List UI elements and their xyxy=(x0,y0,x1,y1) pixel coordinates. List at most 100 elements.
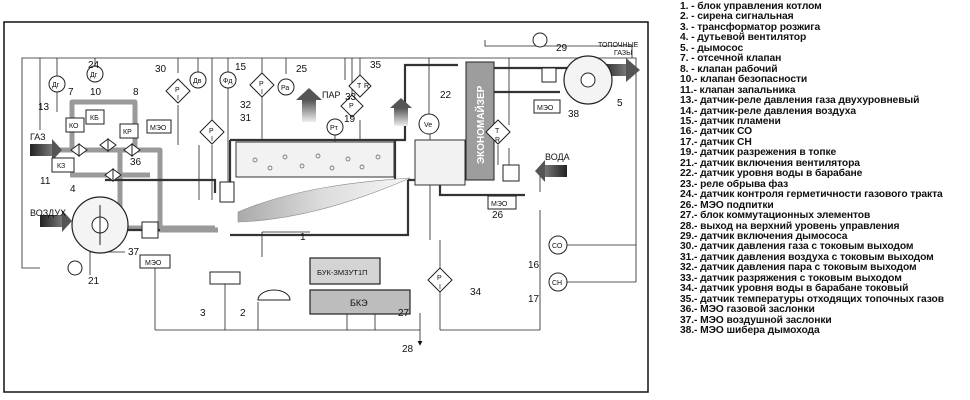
ref-16: 16 xyxy=(528,260,540,271)
meo-water: МЭО xyxy=(491,201,508,208)
ref-32: 32 xyxy=(240,100,252,111)
tr-p-30: Р xyxy=(175,87,180,94)
legend-item: 16.- датчик СО xyxy=(680,126,753,138)
sensor-pt: Рт xyxy=(330,125,339,132)
legend-item: 21.- датчик включения вентилятора xyxy=(680,157,860,169)
ref-5: 5 xyxy=(617,98,623,109)
sensor-co: СО xyxy=(552,243,563,250)
ref-26: 26 xyxy=(492,210,504,221)
legend-list: 1. - блок управления котлом 2. - сирена … xyxy=(680,1,970,337)
legend-item: 37.- МЭО воздушной заслонки xyxy=(680,314,832,326)
valve-ko: КО xyxy=(69,123,79,130)
sensor-fd: Фд xyxy=(223,78,232,85)
legend-item: 17.- датчик СН xyxy=(680,136,752,148)
ignition-transformer xyxy=(209,271,241,285)
ref-27: 27 xyxy=(398,308,410,319)
water-label: ВОДА xyxy=(545,152,570,162)
ref-29: 29 xyxy=(556,43,568,54)
tr-p-34: Р xyxy=(437,275,442,282)
economizer xyxy=(465,61,495,181)
legend-item: 27.- блок коммутационных элементов xyxy=(680,210,871,222)
smoke-exhauster xyxy=(563,55,613,105)
legend-item: 3. - трансформатор розжига xyxy=(680,21,821,33)
legend-item: 34.- датчик уровня воды в барабане токов… xyxy=(680,283,909,295)
controller-label: БУК-ЗМЗУТ1П xyxy=(317,268,368,277)
ref-7: 7 xyxy=(68,87,74,98)
ref-17: 17 xyxy=(528,294,540,305)
tr-i-30: I xyxy=(177,95,179,102)
meo-air: МЭО xyxy=(145,260,162,267)
ref-15: 15 xyxy=(235,62,247,73)
legend-item: 38.- МЭО шибера дымохода xyxy=(680,325,820,337)
siren xyxy=(257,289,291,301)
ref-28: 28 xyxy=(402,344,414,355)
sensor-pa: Ра xyxy=(281,85,289,92)
ref-30: 30 xyxy=(155,64,167,75)
ref-19: 19 xyxy=(344,114,356,125)
valve-kz: КЗ xyxy=(57,163,65,170)
sensor-dg-24: Дг xyxy=(90,72,98,79)
sensor-ve: Ve xyxy=(424,122,432,129)
reference-numbers: 1 2 3 4 5 7 8 10 11 13 15 16 17 19 21 22… xyxy=(38,43,623,355)
legend-item: 10.- клапан безопасности xyxy=(680,74,808,86)
tr-p-32: Р xyxy=(259,81,264,88)
legend-item: 5. - дымосос xyxy=(680,42,744,54)
legend-item: 1. - блок управления котлом xyxy=(680,1,822,12)
flue-duct xyxy=(494,66,570,94)
legend-item: 13.- датчик-реле давления газа двухуровн… xyxy=(680,95,920,107)
economizer-label: ЭКОНОМАЙЗЕР xyxy=(474,85,487,164)
tr-r-35: R xyxy=(364,83,369,90)
tr-p-31: Р xyxy=(209,128,214,135)
bke-block xyxy=(309,289,411,315)
legend-item: 4. - дутьевой вентилятор xyxy=(680,32,807,44)
tr-t-35b: T xyxy=(495,128,500,135)
blower-fan xyxy=(71,196,129,254)
valve-kb: КБ xyxy=(90,115,99,122)
diagram-frame xyxy=(3,21,649,393)
legend-item: 14.- датчик-реле давления воздуха xyxy=(680,105,856,117)
ref-37: 37 xyxy=(128,247,140,258)
ref-21: 21 xyxy=(88,276,100,287)
ref-1: 1 xyxy=(300,232,306,243)
burner xyxy=(219,181,235,203)
legend-item: 2. - сирена сигнальная xyxy=(680,11,794,23)
ref-38: 38 xyxy=(568,109,580,120)
ref-22: 22 xyxy=(440,90,452,101)
air-inlet-arrow xyxy=(40,210,72,232)
legend-item: 33.- датчик разряжения с токовым выходом xyxy=(680,272,902,284)
flue-gas-label-2: ГАЗЫ xyxy=(614,50,632,57)
gas-label: ГАЗ xyxy=(30,132,46,142)
ref-35: 35 xyxy=(370,60,382,71)
legend-item: 11.- клапан запальника xyxy=(680,84,796,96)
steam-outlet-arrow xyxy=(296,88,322,122)
ref-13: 13 xyxy=(38,102,50,113)
water-inlet-arrow xyxy=(535,160,567,182)
legend-item: 23.- реле обрыва фаз xyxy=(680,178,789,190)
legend-item: 32.- датчик давления пара с токовым выхо… xyxy=(680,262,917,274)
tr-i-34: I xyxy=(439,284,441,291)
ref-33: 33 xyxy=(345,92,357,103)
tr-p-33: Р xyxy=(349,103,354,110)
ref-10: 10 xyxy=(90,87,102,98)
gas-inlet-arrow xyxy=(30,139,62,161)
legend-item: 29.- датчик включения дымососа xyxy=(680,230,848,242)
legend-item: 15.- датчик пламени xyxy=(680,115,781,127)
air-label: ВОЗДУХ xyxy=(30,208,66,218)
tr-t-35: T xyxy=(357,83,362,90)
tr-r-35b: R xyxy=(495,137,500,144)
valves xyxy=(51,67,561,269)
legend-item: 35.- датчик температуры отходящих топочн… xyxy=(680,293,944,305)
water-bubbles xyxy=(252,153,381,171)
controller-block xyxy=(309,257,381,285)
ref-3: 3 xyxy=(200,308,206,319)
legend-item: 22.- датчик уровня воды в барабане xyxy=(680,168,863,180)
flue-gas-arrow-head xyxy=(626,58,640,82)
bke-label: БКЭ xyxy=(350,298,368,308)
boiler-drum xyxy=(235,141,395,178)
ref-34: 34 xyxy=(470,287,482,298)
flow-switches xyxy=(67,32,548,276)
valve-kr: КР xyxy=(123,129,132,136)
legend-item: 8. - клапан рабочий xyxy=(680,63,778,75)
legend-item: 31.- датчик давления воздуха с токовым в… xyxy=(680,251,934,263)
sensor-ch: СН xyxy=(552,280,562,287)
